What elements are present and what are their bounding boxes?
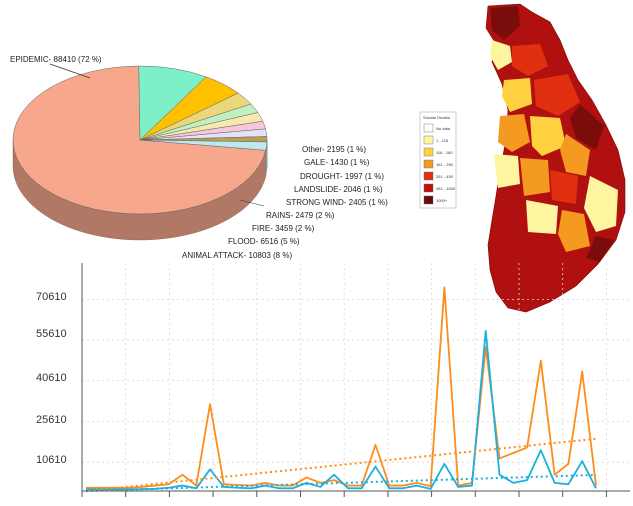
pie-label-rains: RAINS- 2479 (2 %) [266, 211, 335, 220]
line-chart: 70610 55610 40610 25610 10610 [36, 263, 630, 497]
pie-label-gale: GALE- 1430 (1 %) [304, 158, 370, 167]
y-tick-label: 25610 [36, 414, 67, 426]
y-tick-label: 40610 [36, 372, 67, 384]
pie-slice [12, 65, 267, 215]
series-line-3 [85, 473, 597, 492]
map-region [558, 210, 590, 252]
y-tick-label: 10610 [36, 454, 67, 466]
pie-label-other: Other- 2195 (1 %) [302, 145, 366, 154]
y-tick-label: 55610 [36, 328, 67, 340]
y-tick-label: 70610 [36, 291, 67, 303]
map-region [502, 78, 532, 112]
pie-label-landslide: LANDSLIDE- 2046 (1 %) [294, 185, 383, 194]
map-legend-swatch [423, 159, 434, 169]
map-region [512, 44, 548, 76]
grid [81, 263, 630, 491]
map-region [526, 200, 558, 234]
map-legend-swatch [423, 171, 434, 181]
series-line-2 [85, 437, 597, 492]
leader-line [239, 199, 265, 207]
map-legend-swatch [423, 135, 434, 145]
x-ticks [81, 491, 607, 497]
map-region [490, 6, 520, 40]
map-region [570, 104, 604, 150]
pie-label-epidemic: EPIDEMIC- 88410 (72 %) [10, 55, 102, 64]
map-region [550, 170, 578, 204]
map-legend-title: Suicide Deaths [423, 115, 450, 120]
map-legend-label: 451 - 1000 [436, 186, 456, 191]
pie-labels: EPIDEMIC- 88410 (72 %) Other- 2195 (1 %)… [10, 55, 388, 260]
map-region [586, 236, 614, 262]
pie-label-flood: FLOOD- 6516 (5 %) [228, 237, 300, 246]
series-line-0 [86, 286, 597, 489]
pie-slice [139, 139, 268, 151]
map-region [490, 40, 512, 70]
map-legend-label: 116 - 160 [436, 150, 453, 155]
leader-line [49, 63, 91, 79]
pie-top [12, 65, 268, 215]
y-ticks: 70610 55610 40610 25610 10610 [36, 291, 67, 466]
map-region [520, 158, 550, 196]
pie-label-animal-attack: ANIMAL ATTACK- 10803 (8 %) [182, 251, 292, 260]
pie-chart: EPIDEMIC- 88410 (72 %) Other- 2195 (1 %)… [10, 55, 388, 260]
map-legend-swatch [423, 147, 434, 157]
map-legend-swatch [423, 123, 434, 133]
map-legend-swatch [423, 195, 434, 205]
sri-lanka-map: Suicide Deaths No data 1 - 115 116 - 160 16… [419, 3, 626, 313]
map-region [534, 74, 580, 116]
map-region [584, 176, 618, 232]
pie-label-strong-wind: STRONG WIND- 2405 (1 %) [286, 198, 388, 207]
map-regions [485, 3, 626, 313]
pie-label-drought: DROUGHT- 1997 (1 %) [300, 172, 384, 181]
map-legend-swatch [423, 183, 434, 193]
map-region [530, 116, 566, 156]
map-legend-label: 161 - 250 [436, 162, 454, 167]
map-legend-label: 1000+ [436, 198, 448, 203]
series-lines [85, 286, 597, 492]
map-legend-label: 251 - 450 [436, 174, 454, 179]
map-region [498, 114, 530, 152]
map-legend: Suicide Deaths No data 1 - 115 116 - 160 16… [419, 111, 457, 209]
pie-label-fire: FIRE- 3459 (2 %) [252, 224, 315, 233]
map-legend-items: No data 1 - 115 116 - 160 161 - 250 251 - 45… [423, 123, 456, 205]
map-region [560, 134, 590, 176]
map-legend-label: No data [436, 126, 451, 131]
map-region [494, 154, 520, 188]
map-legend-label: 1 - 115 [436, 138, 449, 143]
